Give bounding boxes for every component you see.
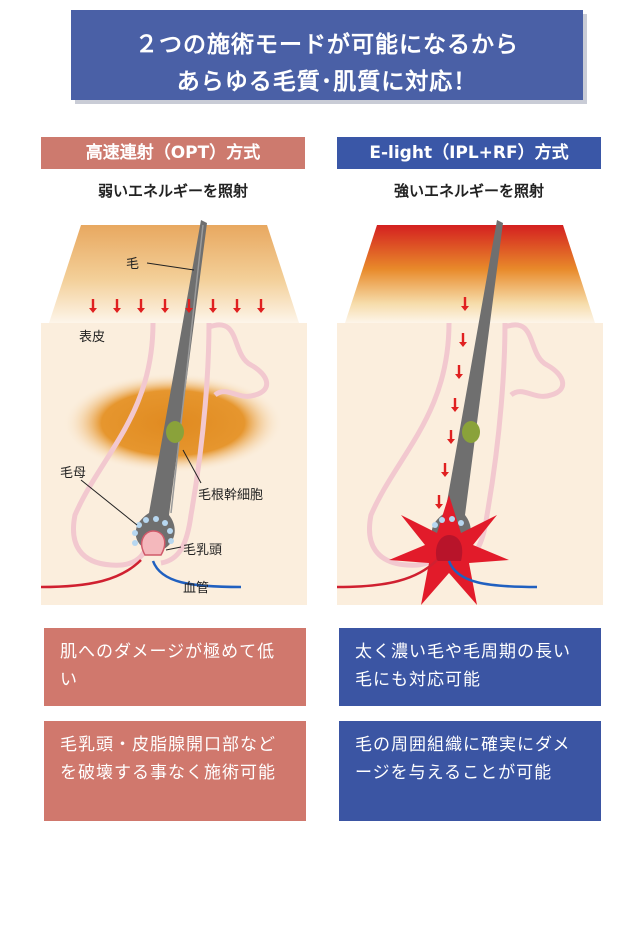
elight-energy-subtitle: 強いエネルギーを照射 bbox=[393, 182, 544, 200]
light-arrow bbox=[209, 299, 217, 313]
light-arrow bbox=[185, 299, 193, 313]
energy-arrow bbox=[451, 398, 459, 412]
opt-mode-header: 高速連射（OPT）方式 bbox=[41, 137, 305, 169]
light-arrows bbox=[89, 299, 265, 313]
stem-cell bbox=[166, 421, 184, 443]
opt-benefit-2: 毛乳頭・皮脂腺開口部などを破壊する事なく施術可能 bbox=[44, 721, 306, 821]
light-arrow bbox=[233, 299, 241, 313]
energy-arrow bbox=[435, 495, 443, 509]
label-vessel: 血管 bbox=[183, 581, 210, 596]
opt-energy-subtitle: 弱いエネルギーを照射 bbox=[97, 182, 248, 200]
energy-arrow bbox=[459, 333, 467, 347]
hair-shaft bbox=[431, 220, 503, 552]
label-epidermis: 表皮 bbox=[79, 330, 106, 345]
energy-arrow bbox=[441, 463, 449, 477]
matrix-cells bbox=[132, 516, 174, 546]
light-arrow bbox=[257, 299, 265, 313]
energy-arrow bbox=[455, 365, 463, 379]
elight-mode-header: E-light（IPL+RF）方式 bbox=[337, 137, 601, 169]
stem-cell bbox=[462, 421, 480, 443]
light-arrow bbox=[89, 299, 97, 313]
elight-hair-diagram bbox=[337, 220, 603, 605]
matrix-cells bbox=[432, 516, 464, 528]
hair-energy-arrows bbox=[435, 297, 469, 509]
label-stem-cell: 毛根幹細胞 bbox=[198, 488, 264, 503]
title-line-2: あらゆる毛質･肌質に対応！ bbox=[176, 69, 478, 95]
title-banner: ２つの施術モードが可能になるから あらゆる毛質･肌質に対応！ bbox=[71, 10, 583, 100]
energy-arrow bbox=[447, 430, 455, 444]
label-hair-matrix: 毛母 bbox=[60, 466, 87, 481]
blood-vessel-red bbox=[41, 559, 142, 589]
light-arrow bbox=[161, 299, 169, 313]
blood-vessel-blue bbox=[151, 560, 242, 589]
light-arrow bbox=[137, 299, 145, 313]
blood-vessel-red bbox=[337, 559, 438, 589]
title-line-1: ２つの施術モードが可能になるから bbox=[135, 32, 519, 58]
light-beam bbox=[49, 225, 299, 323]
blood-vessel-blue bbox=[447, 560, 538, 589]
opt-hair-diagram bbox=[41, 220, 307, 605]
elight-benefit-2: 毛の周囲組織に確実にダメージを与えることが可能 bbox=[339, 721, 601, 821]
elight-benefit-1: 太く濃い毛や毛周期の長い毛にも対応可能 bbox=[339, 628, 601, 706]
light-arrow bbox=[113, 299, 121, 313]
papilla bbox=[141, 530, 166, 556]
light-beam bbox=[345, 225, 595, 323]
opt-benefit-1: 肌へのダメージが極めて低い bbox=[44, 628, 306, 706]
label-hair: 毛 bbox=[126, 257, 140, 272]
energy-arrow bbox=[461, 297, 469, 311]
label-papilla: 毛乳頭 bbox=[183, 543, 223, 558]
